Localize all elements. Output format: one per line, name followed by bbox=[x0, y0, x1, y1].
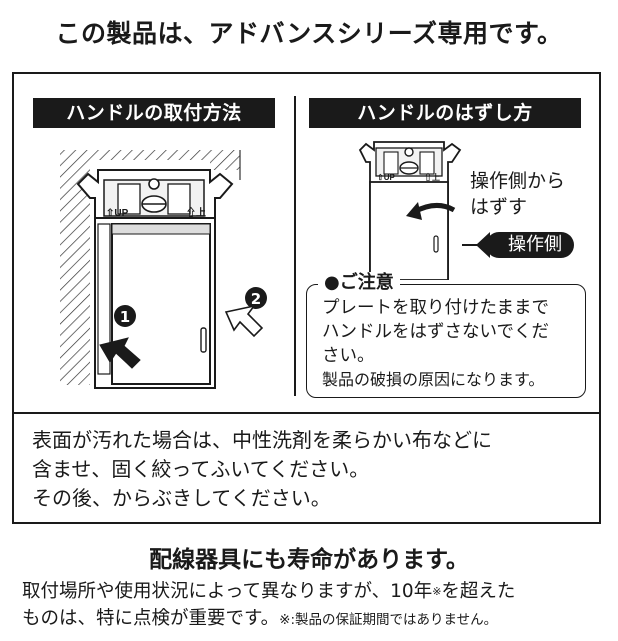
caution-line: 製品の破損の原因になります。 bbox=[322, 370, 545, 389]
remove-instruction: 操作側から はずす bbox=[470, 168, 565, 220]
side-pointer bbox=[462, 244, 482, 246]
caution-line: ハンドルをはずさないでくだ bbox=[322, 322, 549, 342]
cleaning-line: その後、からぶきしてください。 bbox=[32, 486, 331, 510]
remove-diagram: ⇧UP ⇧上 bbox=[358, 141, 462, 280]
lifespan-line2-text: ものは、特に点検が重要です。 bbox=[22, 608, 280, 629]
lifespan-line2: ものは、特に点検が重要です。※:製品の保証期間ではありません。 bbox=[22, 605, 612, 634]
lifespan-footnote: ※:製品の保証期間ではありません。 bbox=[279, 612, 498, 628]
lifespan-text: 取付場所や使用状況によって異なりますが、10年※を超えた ものは、特に点検が重要… bbox=[22, 578, 612, 634]
indicator-slot bbox=[200, 327, 207, 353]
step-2-number: 2 bbox=[251, 290, 261, 308]
step-2-marker bbox=[245, 287, 267, 309]
cleaning-line: 表面が汚れた場合は、中性洗剤を柔らかい布などに bbox=[32, 428, 492, 452]
indicator-slot bbox=[433, 235, 439, 253]
caution-line: さい。 bbox=[322, 346, 375, 366]
cleaning-line: 含ませ、固く絞ってふいてください。 bbox=[32, 457, 370, 481]
caution-line: プレートを取り付けたままで bbox=[322, 298, 549, 318]
instruction-frame bbox=[12, 72, 601, 524]
caution-box bbox=[306, 284, 586, 398]
note-mark: ※ bbox=[432, 585, 442, 598]
up-label-left: ⇧UP bbox=[377, 173, 395, 182]
lifespan-title: 配線器具にも寿命があります。 bbox=[149, 547, 469, 573]
handle-plate bbox=[369, 181, 449, 280]
remove-method-heading: ハンドルのはずし方 bbox=[309, 98, 581, 128]
lifespan-line1-a: 取付場所や使用状況によって異なりますが、10年 bbox=[22, 581, 433, 602]
wall-hatching bbox=[60, 150, 240, 385]
insert-arrow-icon bbox=[99, 337, 141, 369]
remove-instruction-line1: 操作側から bbox=[470, 170, 566, 192]
attach-diagram: ⇧UP ⇧上 1 2 bbox=[60, 150, 267, 389]
section-divider bbox=[12, 412, 601, 414]
up-label-right: ⇧上 bbox=[186, 206, 206, 219]
caution-title: ●ご注意 bbox=[318, 272, 400, 294]
page-title: この製品は、アドバンスシリーズ専用です。 bbox=[55, 19, 563, 48]
screw-icon bbox=[148, 178, 160, 190]
screw-icon bbox=[404, 147, 414, 157]
lifespan-line1: 取付場所や使用状況によって異なりますが、10年※を超えた bbox=[22, 578, 612, 605]
step-1-marker bbox=[114, 305, 136, 327]
lifespan-line1-b: を超えた bbox=[441, 581, 516, 602]
step-1-number: 1 bbox=[120, 308, 130, 326]
remove-instruction-line2: はずす bbox=[470, 196, 528, 218]
caution-body: プレートを取り付けたままで ハンドルをはずさないでくだ さい。 製品の破損の原因… bbox=[322, 296, 582, 392]
push-arrow-icon bbox=[224, 304, 264, 338]
attach-method-heading: ハンドルの取付方法 bbox=[33, 98, 275, 128]
up-label-left: ⇧UP bbox=[106, 208, 129, 219]
operating-side-label: 操作側 bbox=[486, 232, 574, 258]
up-label-right: ⇧上 bbox=[424, 172, 440, 182]
panel-divider bbox=[294, 96, 296, 396]
cleaning-instructions: 表面が汚れた場合は、中性洗剤を柔らかい布などに 含ませ、固く絞ってふいてください… bbox=[32, 426, 592, 513]
